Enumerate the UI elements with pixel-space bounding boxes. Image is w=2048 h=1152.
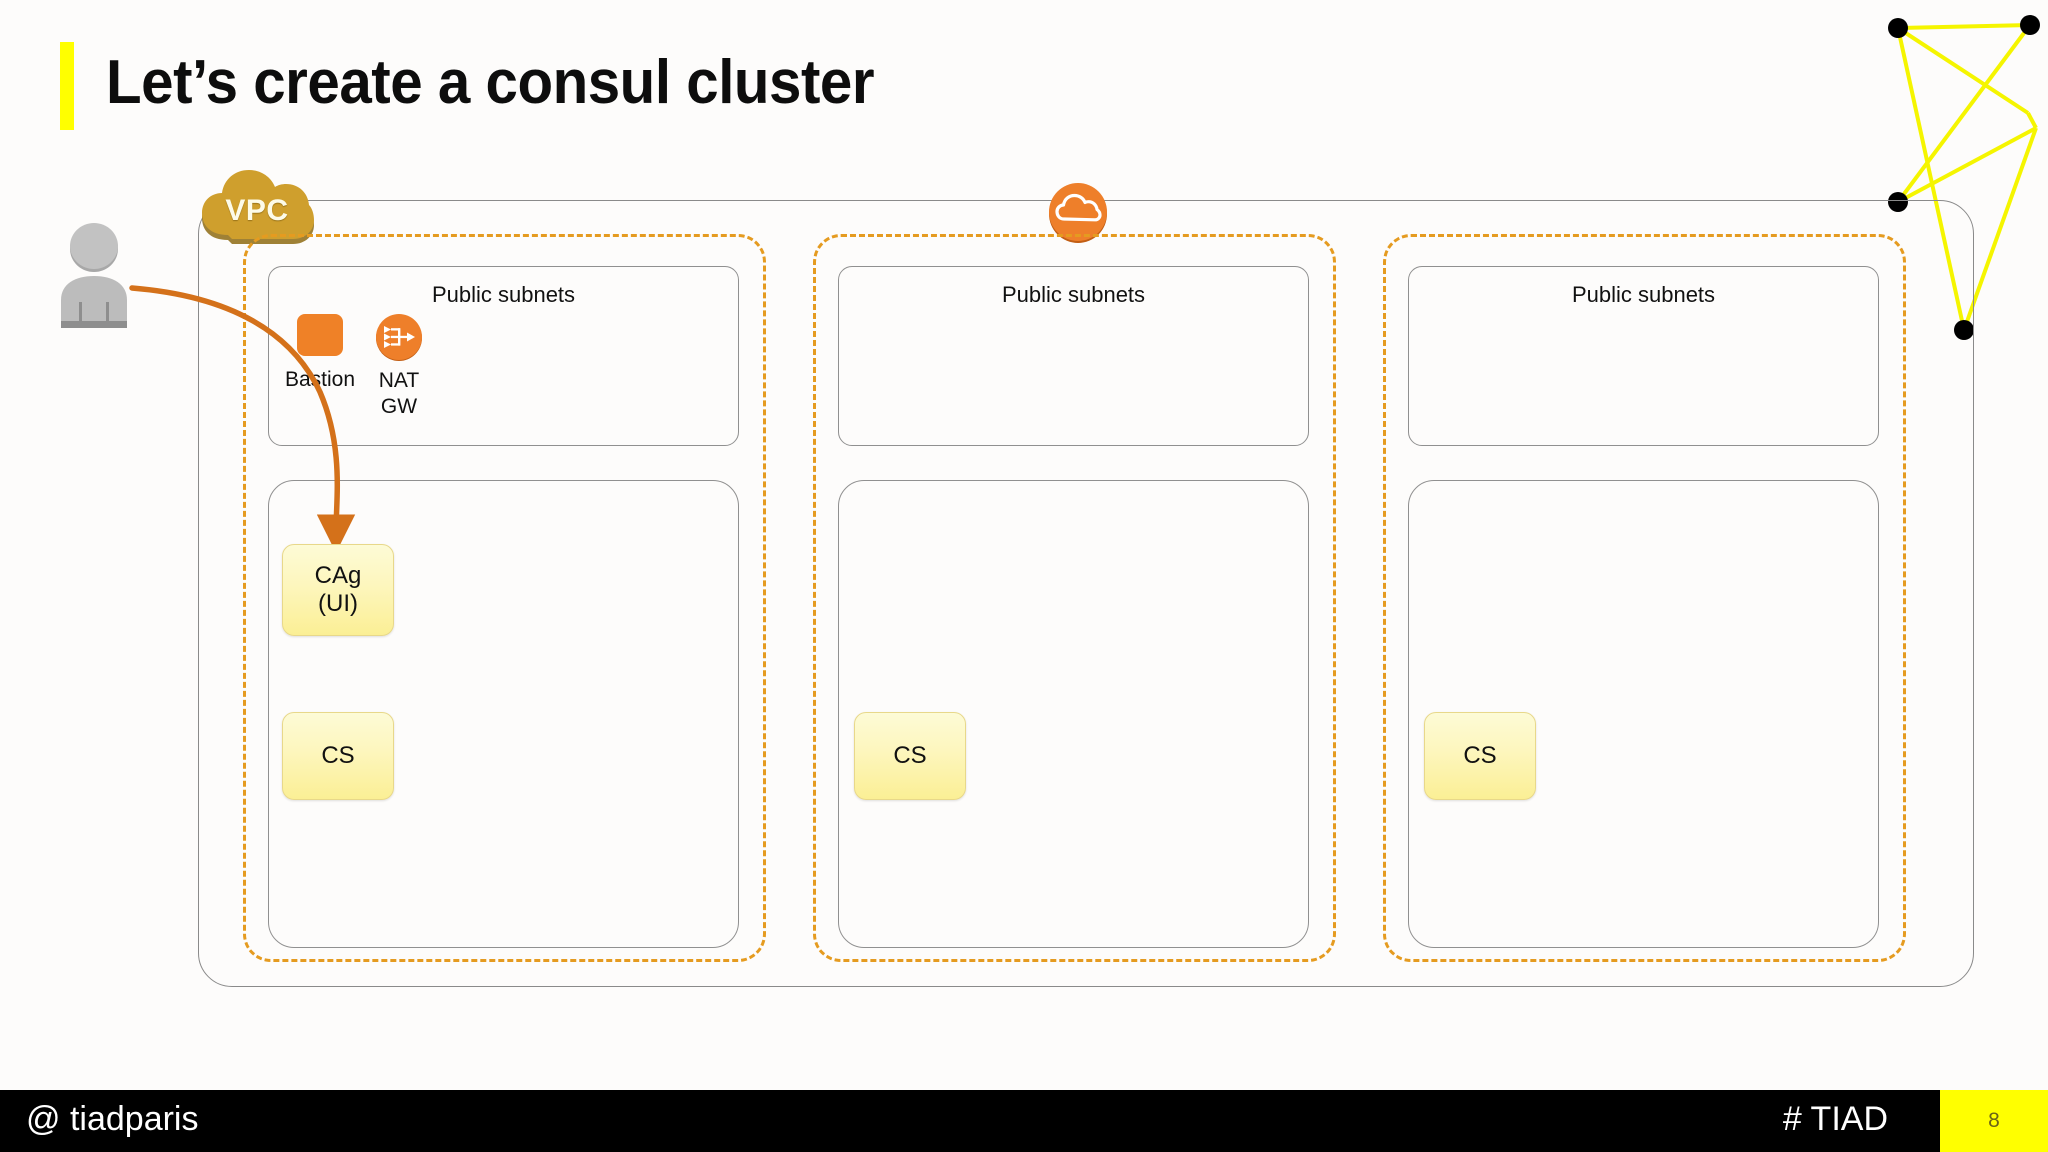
availability-zone-1	[243, 234, 766, 962]
nat-gateway-label-line1: NAT	[378, 369, 420, 392]
availability-zone-3	[1383, 234, 1906, 962]
private-subnet-az3	[1408, 480, 1879, 948]
node-cs-az2[interactable]: CS	[854, 712, 966, 800]
public-subnet-label: Public subnets	[1571, 282, 1716, 307]
page-title: Let’s create a consul cluster	[106, 48, 875, 117]
footer-bar: @ tiadparis # TIAD 8	[0, 1090, 2048, 1152]
page-number-badge: 8	[1940, 1090, 2048, 1152]
node-label-line2: (UI)	[318, 590, 358, 617]
public-subnet-label: Public subnets	[1001, 282, 1146, 307]
node-cs-az1[interactable]: CS	[282, 712, 394, 800]
public-subnet-label: Public subnets	[431, 282, 576, 307]
node-cag-ui[interactable]: CAg (UI)	[282, 544, 394, 636]
event-hashtag: # TIAD	[1782, 1100, 1888, 1138]
private-subnet-az1	[268, 480, 739, 948]
nat-gateway-label: NAT GW	[345, 368, 453, 419]
bastion-server-icon	[297, 314, 343, 356]
page-number: 8	[1988, 1109, 2000, 1132]
vpc-cloud-icon	[202, 170, 314, 244]
public-subnet-az1: Public subnets	[268, 266, 739, 446]
twitter-handle: @ tiadparis	[26, 1100, 199, 1138]
node-cs-az3[interactable]: CS	[1424, 712, 1536, 800]
node-label: CS	[321, 741, 355, 769]
cloud-icon	[1049, 183, 1107, 243]
title-accent-bar	[60, 42, 74, 130]
nat-gateway-label-line2: GW	[380, 394, 418, 418]
public-subnet-az2: Public subnets	[838, 266, 1309, 446]
node-label: CS	[1463, 741, 1497, 769]
node-label: CS	[893, 741, 927, 769]
private-subnet-az2	[838, 480, 1309, 948]
public-subnet-az3: Public subnets	[1408, 266, 1879, 446]
node-label-line1: CAg	[314, 561, 362, 589]
availability-zone-2	[813, 234, 1336, 962]
nat-gateway-icon	[376, 314, 422, 361]
user-icon	[61, 223, 127, 328]
